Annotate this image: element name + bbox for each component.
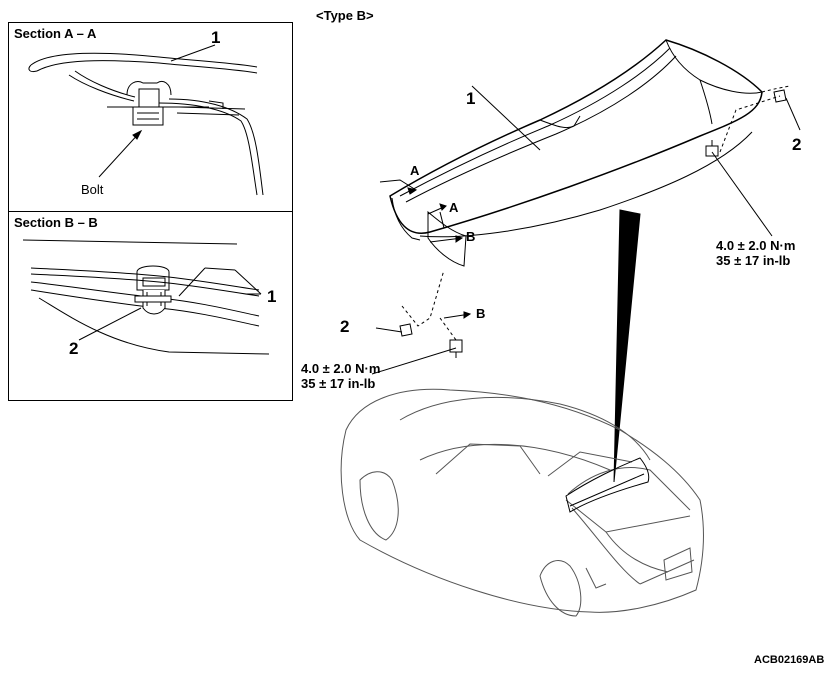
- clip-left: [399, 323, 413, 337]
- clip-right: [773, 89, 787, 103]
- bolt-right: [705, 140, 719, 157]
- section-b-part-number-2: 2: [69, 339, 79, 358]
- section-mark-a-upper: A: [410, 163, 420, 178]
- bolt-label: Bolt: [81, 182, 104, 197]
- section-b-panel: Section B – B 1 2: [8, 211, 293, 401]
- section-a-panel: Section A – A 1 Bolt: [8, 22, 293, 214]
- section-b-part-number-1: 1: [267, 287, 277, 306]
- pointer-wedge: [613, 209, 641, 483]
- section-a-title: Section A – A: [14, 26, 97, 41]
- torque-spec-left: 4.0 ± 2.0 N·m 35 ± 17 in-lb: [301, 361, 381, 391]
- spoiler-part-number: 1: [466, 89, 476, 108]
- section-mark-b-upper: B: [466, 229, 476, 244]
- torque-spec-right: 4.0 ± 2.0 N·m 35 ± 17 in-lb: [716, 238, 796, 268]
- section-mark-b-lower: B: [476, 306, 486, 321]
- bolt-left: [449, 339, 463, 358]
- section-mark-a-lower: A: [449, 200, 459, 215]
- section-b-drawing: [22, 239, 270, 355]
- clip-part-number-right: 2: [792, 135, 802, 154]
- figure-code: ACB02169AB: [754, 654, 825, 666]
- type-label: <Type B>: [316, 8, 374, 23]
- clip-part-number-left: 2: [340, 317, 350, 336]
- section-b-title: Section B – B: [14, 215, 98, 230]
- section-a-part-number: 1: [211, 28, 221, 47]
- section-arrows: [379, 179, 472, 319]
- section-a-drawing: [28, 44, 264, 196]
- car-outline: [340, 388, 704, 617]
- rear-spoiler: [389, 39, 791, 267]
